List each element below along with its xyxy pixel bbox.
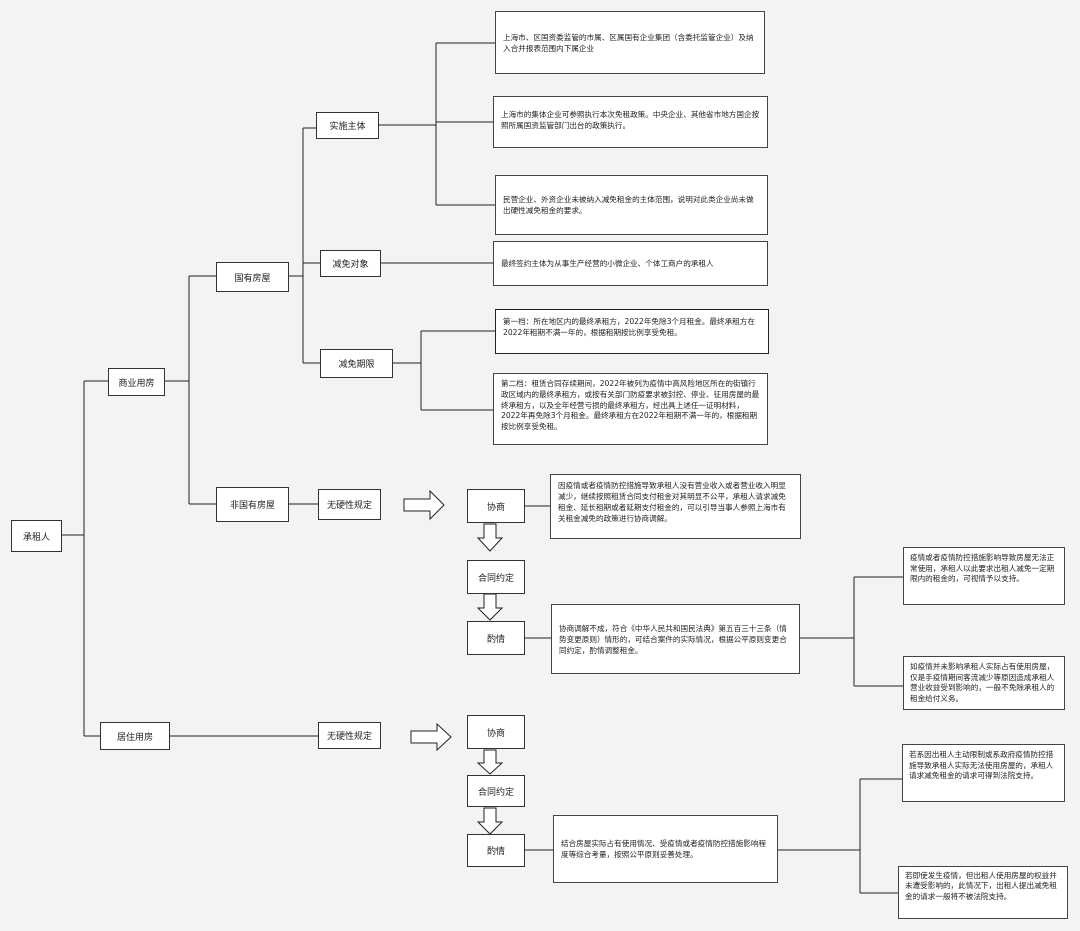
implementing-subject: 实施主体 bbox=[316, 112, 379, 139]
right-text-2: 如疫情并未影响承租人实际占有使用房屋，仅是手疫情期间客流减少等原因造成承租人营业… bbox=[903, 656, 1065, 710]
period-text-2: 第二档：租赁合同存续期间，2022年被列为疫情中高风险地区所在的街镇行政区域内的… bbox=[493, 373, 768, 445]
discretion-text-1: 协商调解不成，符合《中华人民共和国民法典》第五百三十三条（情势变更原则）情形的，… bbox=[551, 604, 800, 674]
commercial-housing: 商业用房 bbox=[108, 368, 165, 396]
discretion-step-1: 酌情 bbox=[467, 621, 525, 655]
right-text-4: 若即使发生疫情，但出租人使用房屋的权益并未遭受影响的，此情况下，出租人提出减免租… bbox=[898, 866, 1068, 919]
contract-step-1: 合同约定 bbox=[467, 560, 525, 594]
negotiate-text: 因疫情或者疫情防控措施导致承租人没有营业收入或者营业收入明显减少，继续按照租赁合… bbox=[550, 474, 801, 539]
discretion-text-2: 结合房屋实际占有使用情况、受疫情或者疫情防控措施影响程度等综合考量，按照公平原则… bbox=[553, 815, 778, 883]
right-text-1: 疫情或者疫情防控措施影响导致房屋无法正常使用，承租人以此要求出租人减免一定期限内… bbox=[903, 547, 1065, 605]
negotiate-step-1: 协商 bbox=[467, 489, 525, 523]
state-owned-housing: 国有房屋 bbox=[216, 262, 289, 292]
non-state-housing: 非国有房屋 bbox=[216, 487, 289, 522]
residential-housing: 居住用房 bbox=[100, 722, 170, 750]
relief-period: 减免期限 bbox=[320, 349, 393, 378]
relief-target: 减免对象 bbox=[320, 250, 381, 277]
subject-text-3: 民营企业、外资企业未被纳入减免租金的主体范围，说明对此类企业尚未做出硬性减免租金… bbox=[495, 175, 768, 235]
no-rule-nonstate: 无硬性规定 bbox=[318, 489, 381, 520]
block-arrow-down-icon bbox=[476, 807, 504, 835]
block-arrow-right-icon bbox=[403, 489, 445, 521]
subject-text-2: 上海市的集体企业可参照执行本次免租政策。中央企业、其他省市地方国企按照所属国资监… bbox=[493, 96, 768, 148]
block-arrow-down-icon bbox=[476, 593, 504, 621]
root-tenant: 承租人 bbox=[11, 520, 62, 552]
block-arrow-down-icon bbox=[476, 749, 504, 775]
discretion-step-2: 酌情 bbox=[467, 834, 525, 867]
block-arrow-right-icon bbox=[410, 722, 452, 752]
block-arrow-down-icon bbox=[476, 523, 504, 552]
negotiate-step-2: 协商 bbox=[467, 715, 525, 749]
contract-step-2: 合同约定 bbox=[467, 775, 525, 807]
period-text-1: 第一档：所在地区内的最终承租方，2022年免除3个月租金。最终承租方在2022年… bbox=[495, 309, 769, 354]
no-rule-residential: 无硬性规定 bbox=[318, 722, 381, 749]
target-text: 最终签约主体为从事生产经营的小微企业、个体工商户的承租人 bbox=[493, 241, 768, 286]
right-text-3: 若系因出租人主动限制或系政府疫情防控措施导致承租人实际无法使用房屋的，承租人请求… bbox=[902, 744, 1065, 802]
subject-text-1: 上海市、区国资委监管的市属、区属国有企业集团（含委托监管企业）及纳入合并报表范围… bbox=[495, 11, 765, 74]
